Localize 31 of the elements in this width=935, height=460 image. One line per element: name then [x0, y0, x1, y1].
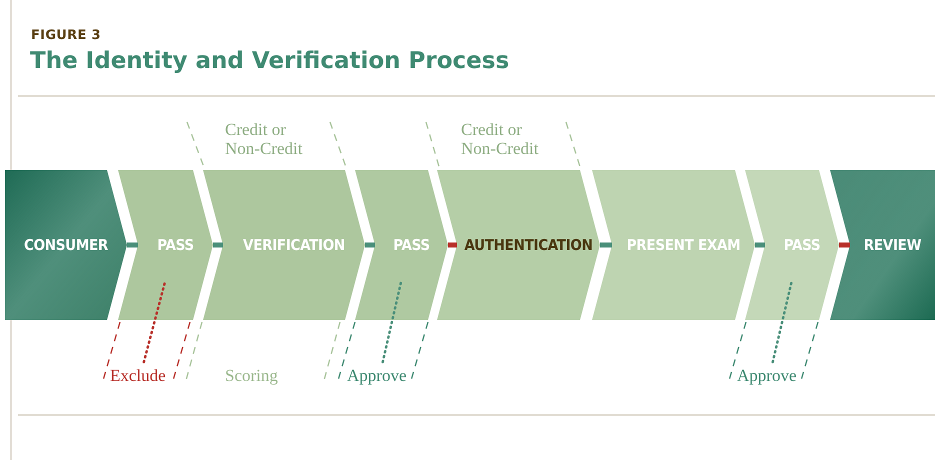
category-note: Credit or Non-Credit: [461, 120, 540, 158]
connector: [755, 242, 765, 248]
step-label: AUTHENTICATION: [463, 235, 594, 256]
outcome-label: Exclude: [110, 366, 166, 385]
process-step: [355, 170, 448, 320]
figure-title: The Identity and Verification Process: [30, 48, 510, 74]
process-step: [5, 170, 127, 320]
stage-note: Scoring: [225, 366, 279, 385]
step-label: REVIEW: [862, 235, 922, 256]
step-label: VERIFICATION: [242, 235, 346, 256]
category-note: Credit or Non-Credit: [225, 120, 304, 158]
connector: [127, 242, 138, 248]
process-step: [203, 170, 365, 320]
connector: [839, 242, 850, 248]
process-step: [745, 170, 839, 320]
process-step: [830, 170, 935, 320]
step-label: PASS: [156, 235, 195, 256]
figure-number: FIGURE 3: [31, 28, 101, 43]
process-step: [592, 170, 755, 320]
connector: [213, 242, 223, 248]
step-label: CONSUMER: [23, 235, 109, 256]
outcome-label: Approve: [737, 366, 796, 385]
step-label: PRESENT EXAM: [626, 235, 742, 256]
process-step: [118, 170, 213, 320]
step-label: PASS: [392, 235, 431, 256]
connector: [365, 242, 375, 248]
connector: [448, 242, 457, 248]
step-label: PASS: [782, 235, 822, 256]
connector: [600, 242, 612, 248]
process-step: [437, 170, 600, 320]
outcome-label: Approve: [347, 366, 406, 385]
